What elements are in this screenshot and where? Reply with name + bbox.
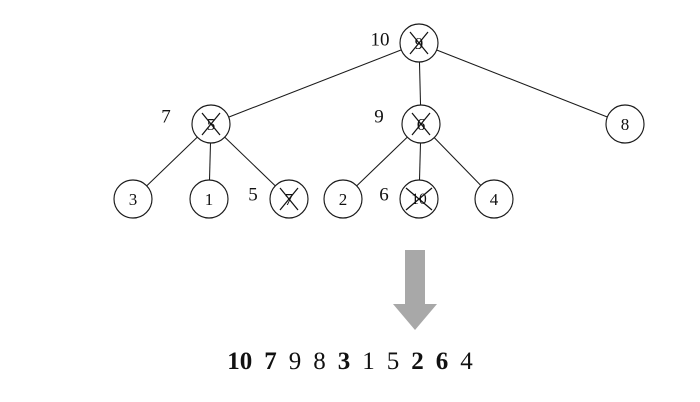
tree-edge: [356, 136, 408, 187]
tree-nodes: 9 5 6 8 3 1 7 2 10 4: [113, 23, 645, 219]
tree-node-8[interactable]: 8: [605, 104, 645, 144]
node-value: 1: [205, 190, 214, 209]
strikethrough-icon: [201, 112, 221, 136]
tree-edge: [418, 142, 422, 181]
tree-edge: [146, 136, 198, 187]
sequence-token: 3: [337, 348, 351, 375]
node-order-label: 5: [248, 185, 258, 206]
strikethrough-icon: [411, 112, 431, 136]
node-order-label: 7: [161, 107, 171, 128]
node-value: 8: [621, 115, 630, 134]
node-value: 2: [339, 190, 348, 209]
node-circle: [323, 179, 363, 219]
sequence-token: 6: [435, 348, 449, 375]
node-order-label: 9: [374, 107, 384, 128]
node-circle: [605, 104, 645, 144]
node-circle: [113, 179, 153, 219]
tree-node-5[interactable]: 5: [191, 104, 231, 144]
sequence-token: 7: [264, 348, 277, 375]
tree-edges: [146, 49, 608, 187]
strikethrough-icon: [405, 187, 433, 211]
sequence-token: 1: [362, 348, 375, 375]
sequence-token: 2: [411, 348, 424, 375]
sequence-token: 5: [386, 348, 400, 375]
tree-edge: [228, 49, 402, 118]
tree-node-2[interactable]: 2: [323, 179, 363, 219]
tree-node-6[interactable]: 6: [401, 104, 441, 144]
tree-node-9[interactable]: 9: [399, 23, 439, 63]
node-circle: [189, 179, 229, 219]
sequence-token: 8: [313, 348, 326, 375]
tree-node-1[interactable]: 1: [189, 179, 229, 219]
tree-edge: [433, 137, 482, 186]
node-order-label: 10: [371, 30, 390, 51]
tree-edge: [436, 49, 608, 118]
tree-edge: [224, 136, 276, 187]
down-arrow-icon: [393, 250, 437, 330]
tree-edge: [418, 61, 422, 106]
node-order-label: 6: [379, 185, 389, 206]
node-value: 3: [129, 190, 138, 209]
strikethrough-icon: [409, 31, 429, 55]
sequence-token: 10: [227, 348, 253, 375]
node-circle: [474, 179, 514, 219]
node-value: 4: [490, 190, 499, 209]
sequence-token: 9: [288, 348, 302, 375]
tree-node-3[interactable]: 3: [113, 179, 153, 219]
tree-side-labels: 10 7 9 5 6: [161, 30, 389, 206]
arrow-down-shape: [393, 250, 437, 330]
sequence-token: 4: [460, 348, 473, 375]
strikethrough-icon: [279, 187, 299, 211]
tree-node-7[interactable]: 7: [269, 179, 309, 219]
tree-edge: [208, 142, 212, 181]
tree-node-10[interactable]: 10: [399, 179, 439, 219]
tree-node-4[interactable]: 4: [474, 179, 514, 219]
